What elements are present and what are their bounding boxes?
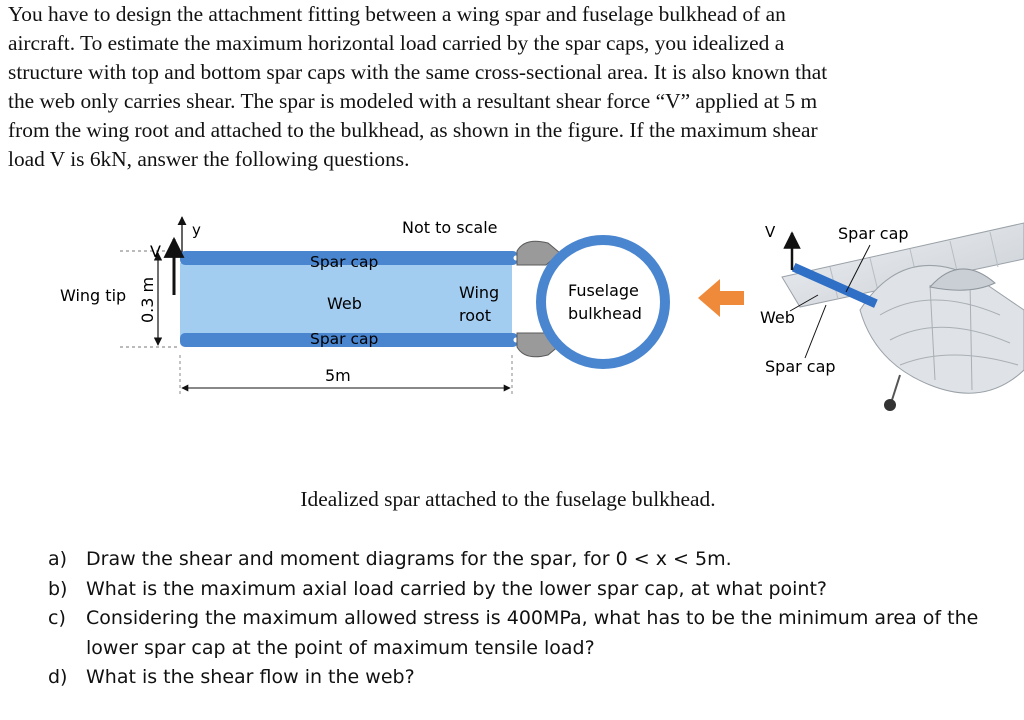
- intro-line: structure with top and bottom spar caps …: [8, 60, 828, 84]
- bottom-cap-label: Spar cap: [310, 330, 378, 348]
- intro-line: load V is 6kN, answer the following ques…: [8, 147, 410, 171]
- question-item: b) What is the maximum axial load carried…: [48, 575, 1008, 605]
- figure-caption: Idealized spar attached to the fuselage …: [300, 487, 716, 511]
- question-label: b): [48, 577, 68, 600]
- fuselage-bulkhead: [536, 235, 670, 369]
- not-to-scale-note: Not to scale: [402, 218, 498, 237]
- photo-web-label: Web: [760, 308, 795, 327]
- y-axis-label: y: [192, 221, 201, 239]
- top-cap-label: Spar cap: [310, 253, 378, 271]
- wing-root-label-2: root: [459, 306, 491, 325]
- plane-wheel: [884, 399, 896, 411]
- height-dimension-label: 0.3 m: [138, 277, 157, 323]
- plane-frame: [879, 282, 1019, 391]
- spar-web: [180, 263, 512, 339]
- photo-v-label: V: [765, 223, 776, 241]
- question-item: a) Draw the shear and moment diagrams for…: [48, 545, 1008, 575]
- highlighted-spar: [791, 263, 878, 308]
- problem-statement: You have to design the attachment fittin…: [8, 0, 1000, 174]
- length-dimension-label: 5m: [325, 366, 351, 385]
- plane-canopy: [929, 268, 996, 291]
- question-list: a) Draw the shear and moment diagrams for…: [48, 545, 1008, 693]
- fuselage-label-2: bulkhead: [568, 304, 642, 323]
- question-item: d) What is the shear flow in the web?: [48, 663, 1008, 693]
- intro-line: You have to design the attachment fittin…: [8, 2, 786, 26]
- plane-gear: [891, 374, 901, 401]
- intro-line: the web only carries shear. The spar is …: [8, 89, 818, 113]
- wing-root-label-1: Wing: [459, 283, 499, 302]
- question-label: a): [48, 548, 68, 570]
- question-text: What is the maximum axial load carried b…: [86, 577, 828, 600]
- intro-line: from the wing root and attached to the b…: [8, 118, 818, 142]
- question-text: What is the shear flow in the web?: [86, 666, 415, 688]
- fuselage-label-1: Fuselage: [568, 281, 639, 300]
- question-text: Considering the maximum allowed stress i…: [86, 607, 979, 659]
- web-label: Web: [327, 294, 362, 313]
- question-label: d): [48, 666, 68, 688]
- bottom-spar-cap: [180, 333, 518, 347]
- wing-tip-label: Wing tip: [60, 286, 126, 305]
- orange-arrow-icon: [698, 279, 744, 317]
- question-item: c) Considering the maximum allowed stress…: [48, 604, 1008, 663]
- question-label: c): [48, 607, 66, 629]
- shear-load-label: V: [150, 242, 161, 261]
- top-spar-cap: [180, 251, 518, 265]
- photo-spar-cap-top-label: Spar cap: [838, 224, 909, 243]
- aircraft-illustration: [781, 222, 1024, 411]
- question-text: Draw the shear and moment diagrams for t…: [86, 548, 732, 570]
- plane-fuselage: [859, 265, 1024, 394]
- spar-figure: Not to scale y x Spar cap Web Spar cap W…: [60, 216, 1024, 411]
- intro-line: aircraft. To estimate the maximum horizo…: [8, 31, 785, 55]
- photo-web-leader: [789, 294, 819, 312]
- photo-spar-cap-top-leader: [845, 244, 871, 293]
- photo-spar-cap-bottom-label: Spar cap: [765, 357, 836, 376]
- photo-spar-cap-bottom-leader: [804, 304, 827, 359]
